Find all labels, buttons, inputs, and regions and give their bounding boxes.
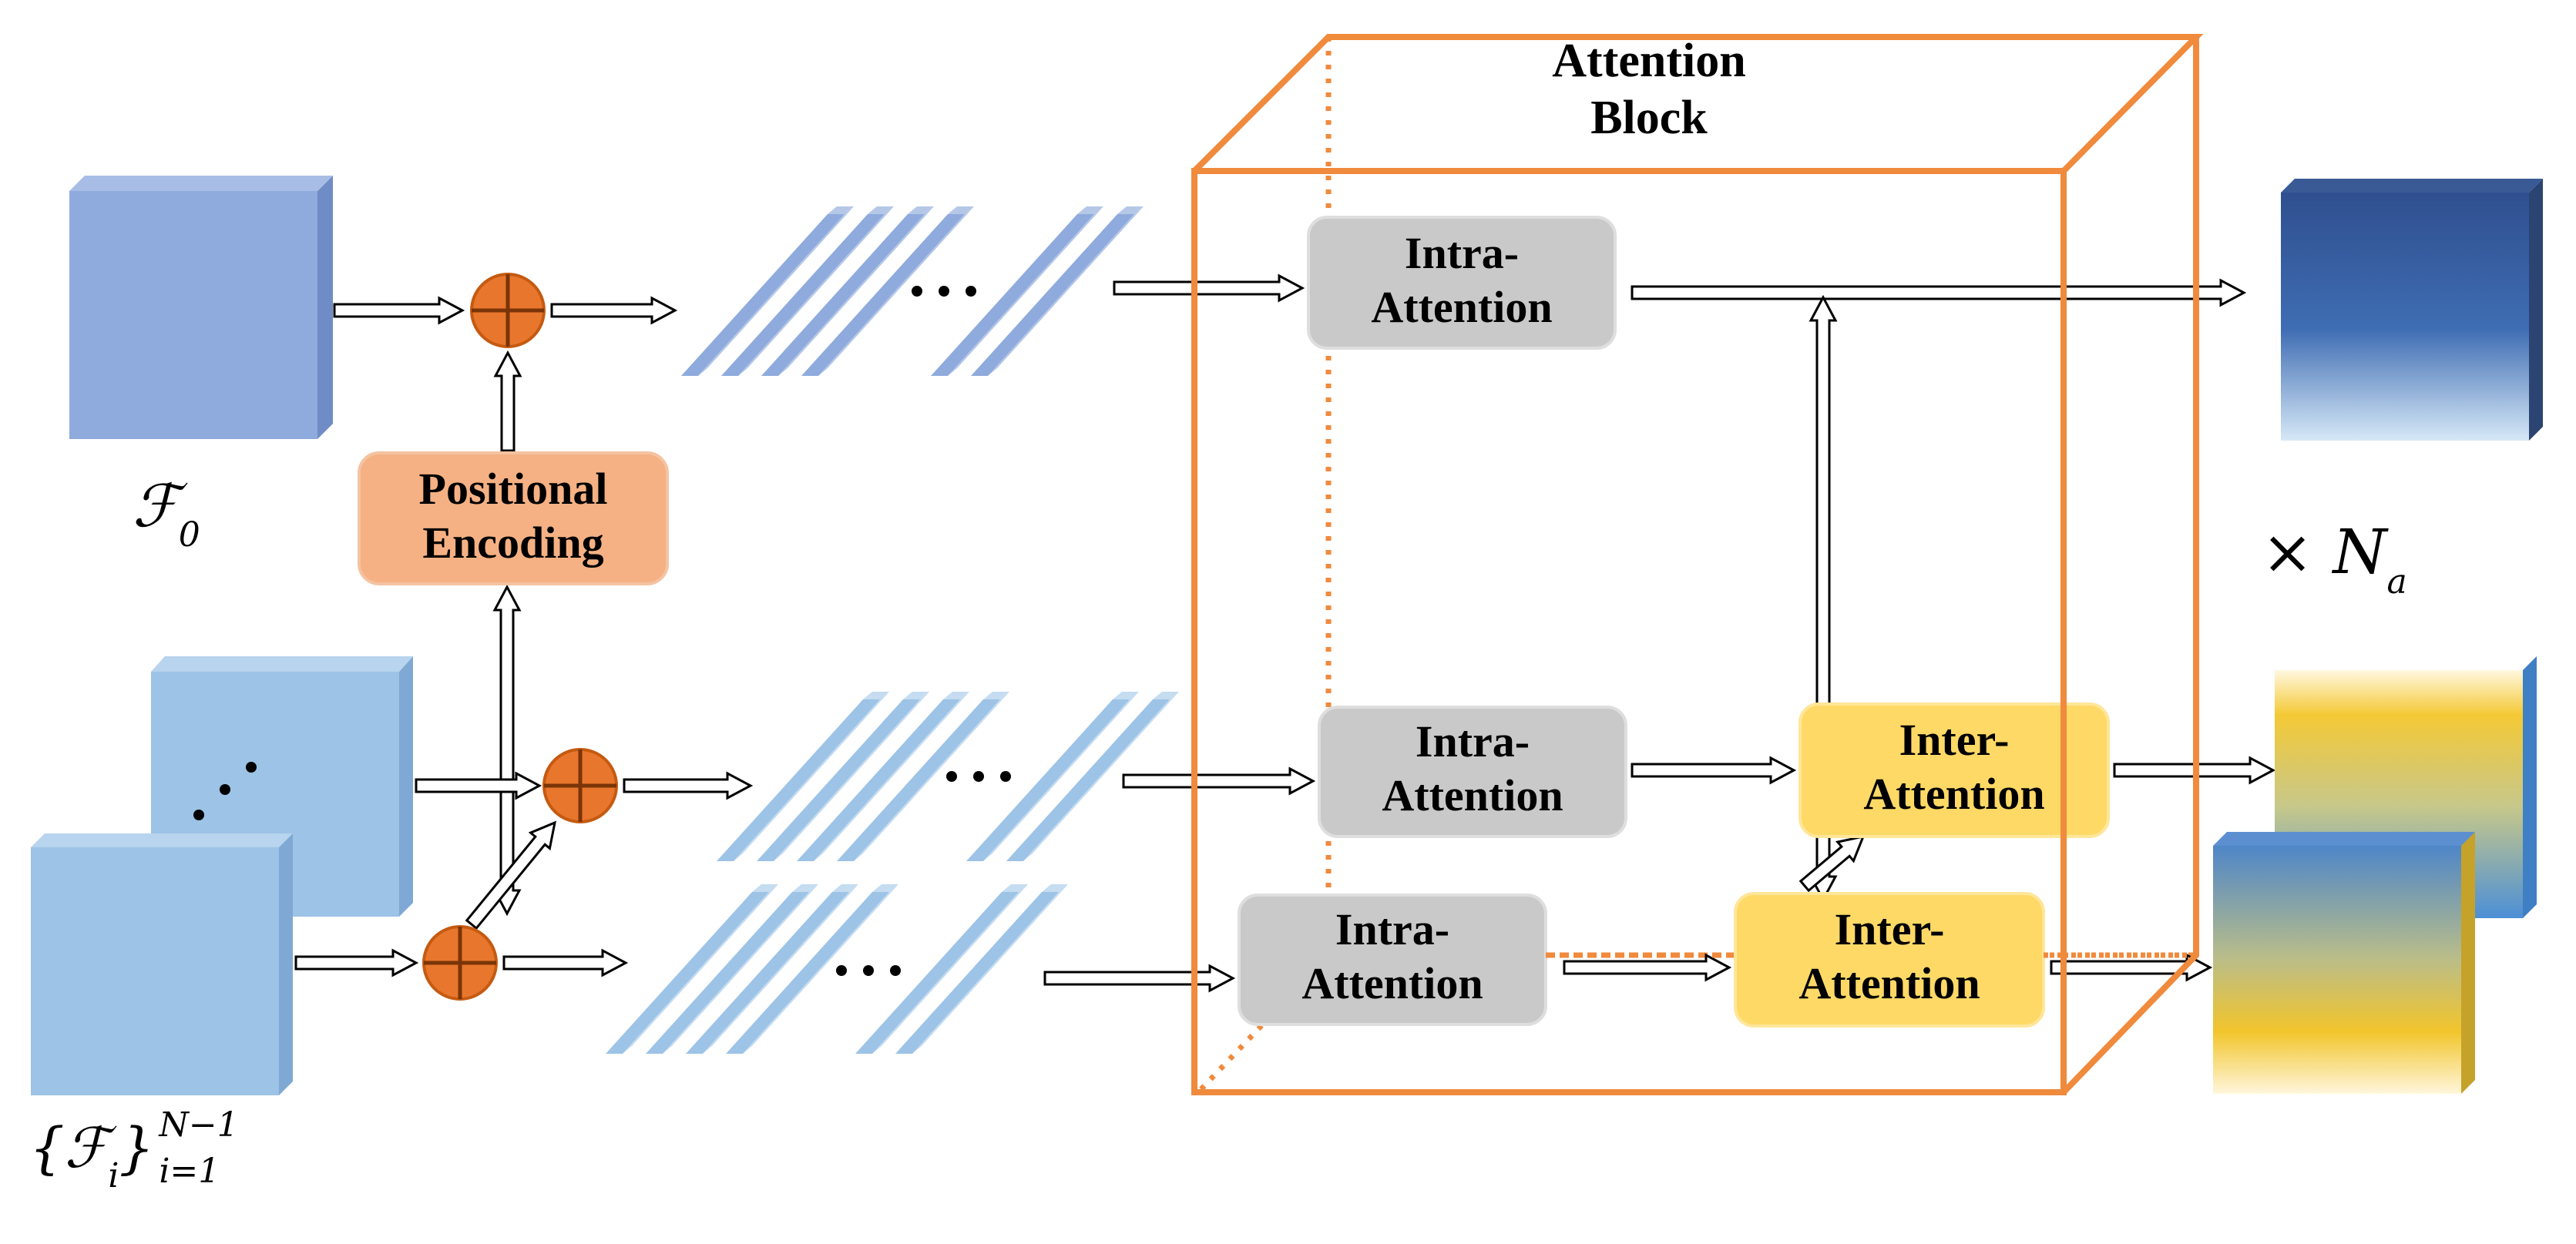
arrow-plus-to-strips-bottom [502, 948, 629, 977]
token-strip-top-2 [761, 206, 934, 376]
plus-operator-top [470, 273, 546, 348]
token-strip-top-4 [931, 206, 1103, 376]
token-strip-top-0 [681, 206, 854, 376]
inter-attention-box-bottom [1734, 892, 2045, 1028]
arrow-pe-to-plus-middle [465, 820, 557, 930]
output-cube-blue-yellow [2213, 832, 2475, 1094]
arrow-intra-to-inter-bottom [1563, 953, 1732, 982]
arrow-plus-to-strips-middle [623, 771, 754, 800]
arrow-strips-to-intra-bottom [1043, 964, 1236, 993]
arrow-fi-to-plus-bottom [294, 948, 419, 977]
strip-dots [836, 286, 1011, 976]
token-strip-bottom-2 [686, 884, 858, 1054]
output-cube-dark [2281, 179, 2543, 441]
arrow-inter-to-output-bottom [2050, 953, 2213, 982]
inter-attention-label-top: Inter- Attention [1863, 715, 2045, 819]
token-strip-middle-1 [757, 692, 929, 861]
intra-attention-label-middle: Intra- Attention [1382, 716, 1563, 820]
positional-encoding-label: Positional Encoding [418, 464, 608, 568]
token-strip-top-1 [721, 206, 894, 376]
arrow-intra-top-to-output [1631, 278, 2247, 307]
cube-dots [193, 762, 257, 820]
plus-operator-bottom [422, 925, 498, 1001]
token-strip-middle-5 [1006, 692, 1179, 861]
intra-attention-box-middle [1318, 706, 1627, 838]
inter-attention-label-bottom: Inter- Attention [1798, 904, 1980, 1008]
token-strip-middle-2 [797, 692, 969, 861]
arrow-pe-to-plus-bottom [492, 584, 522, 917]
inter-attention-box-top [1798, 702, 2110, 838]
arrow-cross-diagonal [1798, 834, 1866, 893]
arrow-layer [294, 273, 2276, 993]
token-strip-bottom-4 [855, 884, 1028, 1054]
token-strip-bottom-5 [895, 884, 1068, 1054]
token-strip-top-3 [801, 206, 974, 376]
token-strip-bottom-0 [606, 884, 778, 1054]
token-strip-bottom-3 [726, 884, 898, 1054]
cube-fi-front [31, 833, 293, 1095]
arrow-fi-to-plus-middle [415, 771, 542, 800]
label-times-na: × Na [2262, 516, 2407, 602]
intra-attention-box-top [1307, 216, 1617, 350]
token-strips-top [681, 206, 1144, 376]
label-f0: ℱ0 [133, 471, 200, 555]
token-strip-bottom-1 [646, 884, 818, 1054]
arrow-f0-to-plus [333, 296, 465, 325]
positional-encoding-box [358, 451, 669, 585]
arrow-plus-to-strips-top [550, 296, 678, 325]
intra-attention-box-bottom [1238, 894, 1547, 1026]
token-strip-top-5 [971, 206, 1144, 376]
plus-operator-middle [542, 748, 618, 823]
attention-block-frame [1191, 34, 2204, 1095]
token-strips-middle [717, 692, 1179, 861]
token-strips-bottom [606, 884, 1068, 1054]
cube-f0 [69, 176, 333, 439]
intra-attention-label-bottom: Intra- Attention [1301, 904, 1483, 1008]
arrow-strips-to-intra-top [1113, 273, 1305, 303]
attention-block-title: Attention Block [1552, 35, 1746, 145]
intra-attention-label-top: Intra- Attention [1371, 228, 1553, 332]
arrow-intra-to-inter-middle [1631, 756, 1797, 785]
token-strip-middle-4 [966, 692, 1139, 861]
token-strip-middle-0 [717, 692, 889, 861]
token-strip-middle-3 [837, 692, 1009, 861]
arrow-pe-to-plus-top [493, 350, 522, 452]
arrow-strips-to-intra-middle [1122, 766, 1316, 796]
